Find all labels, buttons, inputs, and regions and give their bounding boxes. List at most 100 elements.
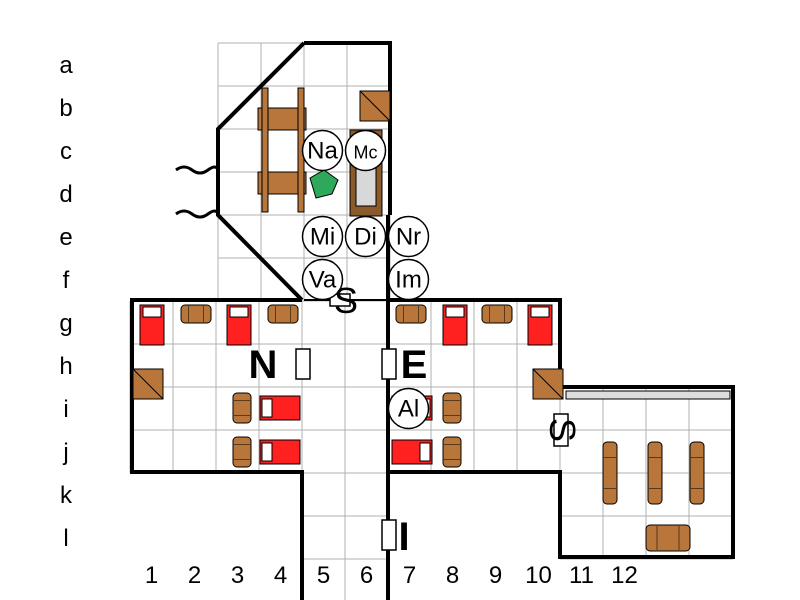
row-label-i: i xyxy=(63,396,69,423)
row-label-c: c xyxy=(60,138,72,165)
door xyxy=(295,348,311,380)
wall xyxy=(388,298,735,559)
bed-pillow xyxy=(261,398,273,418)
token-al: Al xyxy=(387,387,430,430)
wing-label-east: E xyxy=(401,343,428,387)
table-leg xyxy=(261,87,269,213)
token-mc: Mc xyxy=(344,129,387,172)
token-mi: Mi xyxy=(301,215,344,258)
bed xyxy=(226,304,252,346)
bed-pillow xyxy=(530,306,550,318)
crate-line xyxy=(132,368,164,400)
bed-pillow xyxy=(419,442,431,462)
token-label: Va xyxy=(309,267,337,294)
shelf xyxy=(565,390,731,400)
row-label-b: b xyxy=(59,95,73,122)
bed-pillow xyxy=(261,442,273,462)
tendril xyxy=(175,165,220,175)
row-label-d: d xyxy=(59,181,73,208)
token-label: Al xyxy=(398,396,419,423)
bed-pillow xyxy=(142,306,162,318)
barrel xyxy=(232,392,252,424)
door-label-top: S xyxy=(334,280,358,321)
map-furniture xyxy=(132,87,731,552)
token-nr: Nr xyxy=(387,215,430,258)
column-label-9: 9 xyxy=(488,562,503,589)
token-circle xyxy=(301,215,344,258)
bed xyxy=(259,439,301,465)
column-label-10: 10 xyxy=(525,562,552,589)
wall xyxy=(216,41,306,302)
token-circle xyxy=(301,129,344,172)
column-label-1: 1 xyxy=(144,562,159,589)
token-circle xyxy=(301,258,344,301)
barrel xyxy=(442,436,462,468)
barrel xyxy=(481,304,513,324)
token-im: Im xyxy=(387,258,430,301)
row-label-k: k xyxy=(60,482,72,509)
column-label-11: 11 xyxy=(569,562,594,589)
token-label: Mc xyxy=(354,143,378,163)
barrel xyxy=(232,436,252,468)
column-label-8: 8 xyxy=(445,562,460,589)
column-label-12: 12 xyxy=(611,562,638,589)
token-label: Na xyxy=(307,138,338,165)
token-circle xyxy=(387,387,430,430)
column-label-6: 6 xyxy=(359,562,374,589)
crate-line xyxy=(359,90,391,122)
token-label: Im xyxy=(395,267,422,294)
token-na: Na xyxy=(301,129,344,172)
token-circle xyxy=(344,129,387,172)
map-labels: N E S S I xyxy=(249,280,583,559)
door xyxy=(381,519,397,551)
row-label-h: h xyxy=(59,353,73,380)
barrel xyxy=(645,524,691,552)
wall xyxy=(130,298,304,600)
barrel xyxy=(689,441,705,505)
door-label-right: S xyxy=(542,418,583,442)
bed xyxy=(259,395,301,421)
token-circle xyxy=(344,215,387,258)
column-label-4: 4 xyxy=(273,562,288,589)
tendril xyxy=(175,209,220,219)
barrel xyxy=(602,441,618,505)
door xyxy=(553,413,569,447)
row-label-g: g xyxy=(59,310,73,337)
token-va: Va xyxy=(301,258,344,301)
token-label: Mi xyxy=(310,224,335,251)
table-top xyxy=(257,107,307,131)
door xyxy=(381,348,397,380)
column-label-7: 7 xyxy=(402,562,417,589)
barrel xyxy=(395,304,427,324)
token-di: Di xyxy=(344,215,387,258)
wing-label-north: N xyxy=(249,343,278,387)
creature xyxy=(309,169,339,199)
crate-line xyxy=(532,368,564,400)
bed xyxy=(139,304,165,346)
token-circle xyxy=(387,258,430,301)
bed-pillow xyxy=(229,306,249,318)
column-label-2: 2 xyxy=(187,562,202,589)
wall xyxy=(304,41,392,215)
door xyxy=(329,293,351,307)
exit-label: I xyxy=(398,515,409,559)
row-label-l: l xyxy=(63,525,69,552)
map-doors xyxy=(295,293,569,551)
row-label-e: e xyxy=(59,224,73,251)
token-label: Nr xyxy=(396,224,421,251)
bed-pillow xyxy=(445,306,465,318)
row-label-j: j xyxy=(63,439,69,466)
token-label: Di xyxy=(354,224,377,251)
barrel xyxy=(442,392,462,424)
row-label-a: a xyxy=(59,52,73,79)
token-circle xyxy=(387,215,430,258)
column-label-3: 3 xyxy=(230,562,245,589)
row-label-f: f xyxy=(62,267,70,294)
barrel xyxy=(267,304,299,324)
barrel xyxy=(647,441,663,505)
barrel xyxy=(180,304,212,324)
column-label-5: 5 xyxy=(316,562,331,589)
bed xyxy=(527,304,553,346)
